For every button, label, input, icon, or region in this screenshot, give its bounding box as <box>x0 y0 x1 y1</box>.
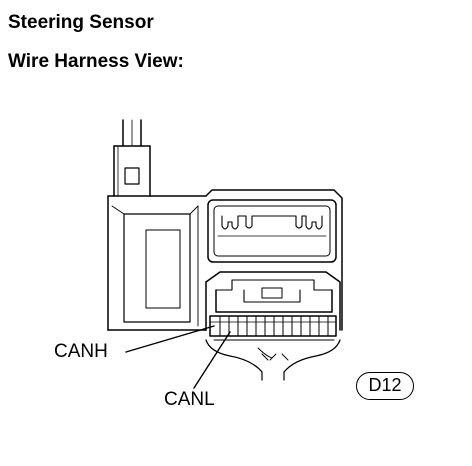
canh-leader-line <box>125 325 215 353</box>
mounting-tab <box>113 119 151 197</box>
wire-bundle <box>205 339 341 381</box>
diagram-title: Steering Sensor <box>8 12 154 33</box>
lower-connector <box>205 271 341 337</box>
leader-lines <box>125 325 231 389</box>
diagram-subtitle: Wire Harness View: <box>8 51 184 72</box>
sensor-housing <box>107 189 343 331</box>
canl-callout-label: CANL <box>164 389 215 410</box>
canl-leader-line <box>193 331 231 389</box>
terminal-cavities <box>219 315 329 337</box>
connector-code-badge: D12 <box>356 372 414 400</box>
canh-callout-label: CANH <box>54 341 108 362</box>
upper-connector <box>207 199 337 263</box>
